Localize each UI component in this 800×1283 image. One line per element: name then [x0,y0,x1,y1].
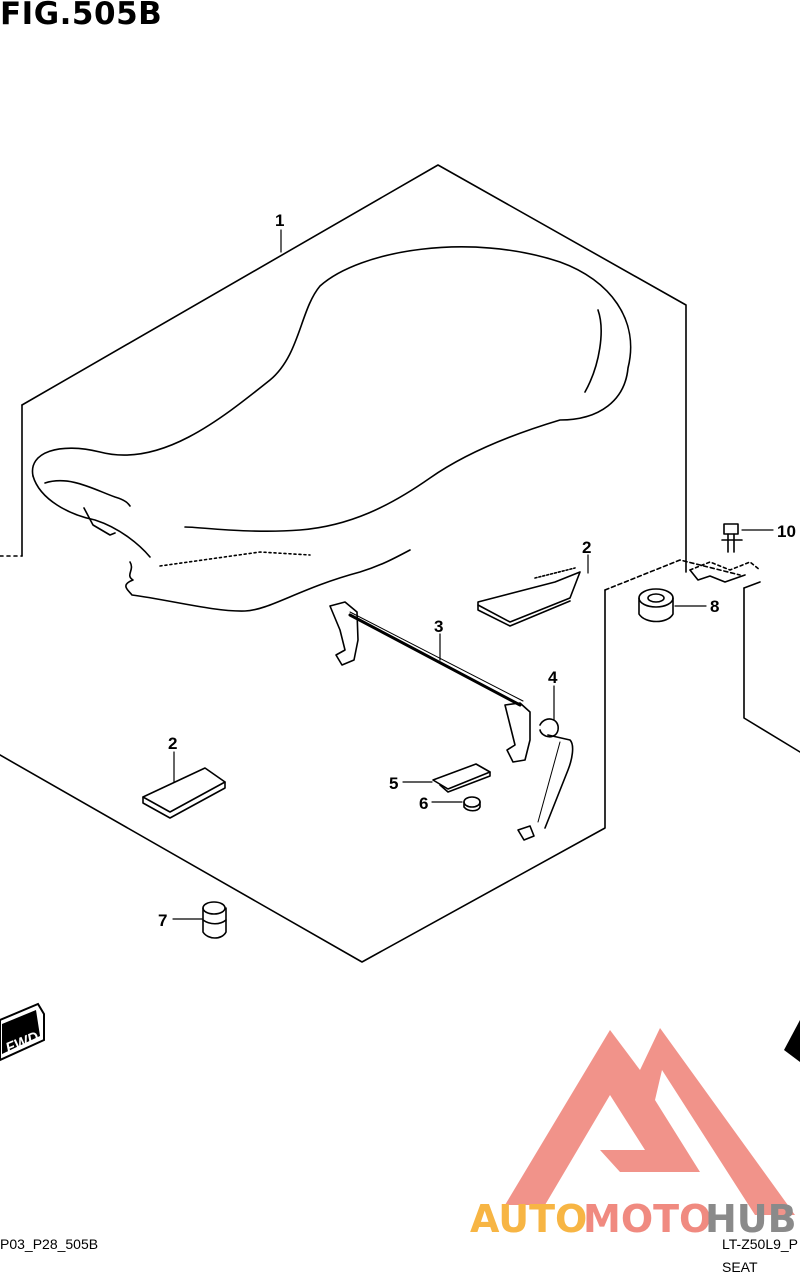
callout-10: 10 [777,522,796,541]
callout-6: 6 [419,794,428,813]
pad-part-2-lower [142,767,226,819]
bolt-part-10 [721,523,743,553]
footer-section: SEAT [722,1259,758,1275]
callout-8: 8 [710,597,719,616]
plate-part-5 [432,763,491,790]
watermark-auto: AUTO [470,1197,587,1241]
callout-1: 1 [275,211,284,230]
watermark-hub: HUB [705,1197,797,1241]
callout-4: 4 [548,668,558,687]
callout-5: 5 [389,774,398,793]
cushion-part-7 [202,901,227,939]
assembly-box-bottom-edge [0,589,606,963]
hook-part-4 [517,718,574,841]
right-box-outline [604,559,741,591]
pad-part-2-upper [477,567,581,627]
figure-title: FIG.505B [0,0,163,32]
watermark-moto: MOTO [583,1197,711,1241]
arrow-fragment-right [784,1020,800,1062]
assembly-box-outline [21,164,687,573]
grommet-part-6 [463,796,481,812]
footer-right-code: LT-Z50L9_P [722,1236,799,1252]
automotohub-logo [505,1028,795,1215]
callout-3: 3 [434,617,443,636]
callout-2-upper: 2 [582,538,591,557]
footer-left-code: P03_P28_505B [0,1236,99,1252]
callout-2-lower: 2 [168,734,177,753]
seat-part-1 [31,246,632,612]
fwd-badge: FWD [0,1002,45,1062]
callout-7: 7 [158,911,167,930]
rod-part-3 [329,601,531,763]
bush-part-8 [638,588,674,623]
